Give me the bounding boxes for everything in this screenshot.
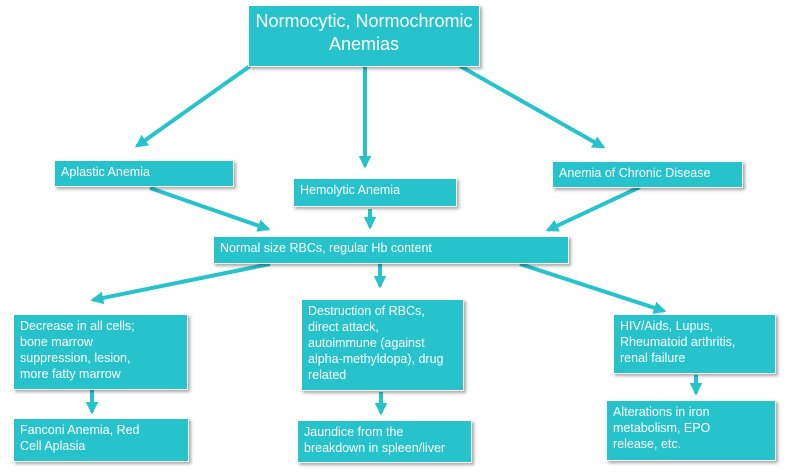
node-anemia-of-chronic-disease: Anemia of Chronic Disease [552,161,743,188]
node-aplastic-anemia: Aplastic Anemia [54,160,234,187]
node-hemolytic-anemia: Hemolytic Anemia [293,178,457,207]
node-destruction-of-rbcs: Destruction of RBCs, direct attack, auto… [301,299,464,391]
arrow-root-to-chronic [459,64,606,149]
arrow-aplastic-to-normal [149,186,271,232]
node-fanconi-anemia: Fanconi Anemia, Red Cell Aplasia [13,418,189,462]
arrow-normal-to-hiv [519,262,667,314]
node-root: Normocytic, Normochromic Anemias [248,5,480,67]
node-decrease-in-all-cells: Decrease in all cells; bone marrow suppr… [13,314,188,390]
arrow-normal-to-decrease [90,262,271,305]
node-normal-size-rbcs: Normal size RBCs, regular Hb content [213,236,569,264]
arrow-root-to-aplastic [134,64,252,148]
node-alterations-in-iron-metabolism: Alterations in iron metabolism, EPO rele… [606,400,776,461]
node-hiv-aids-lupus: HIV/Aids, Lupus, Rheumatoid arthritis, r… [613,314,776,374]
arrow-chronic-to-normal [545,185,641,232]
node-jaundice: Jaundice from the breakdown in spleen/li… [297,420,472,463]
